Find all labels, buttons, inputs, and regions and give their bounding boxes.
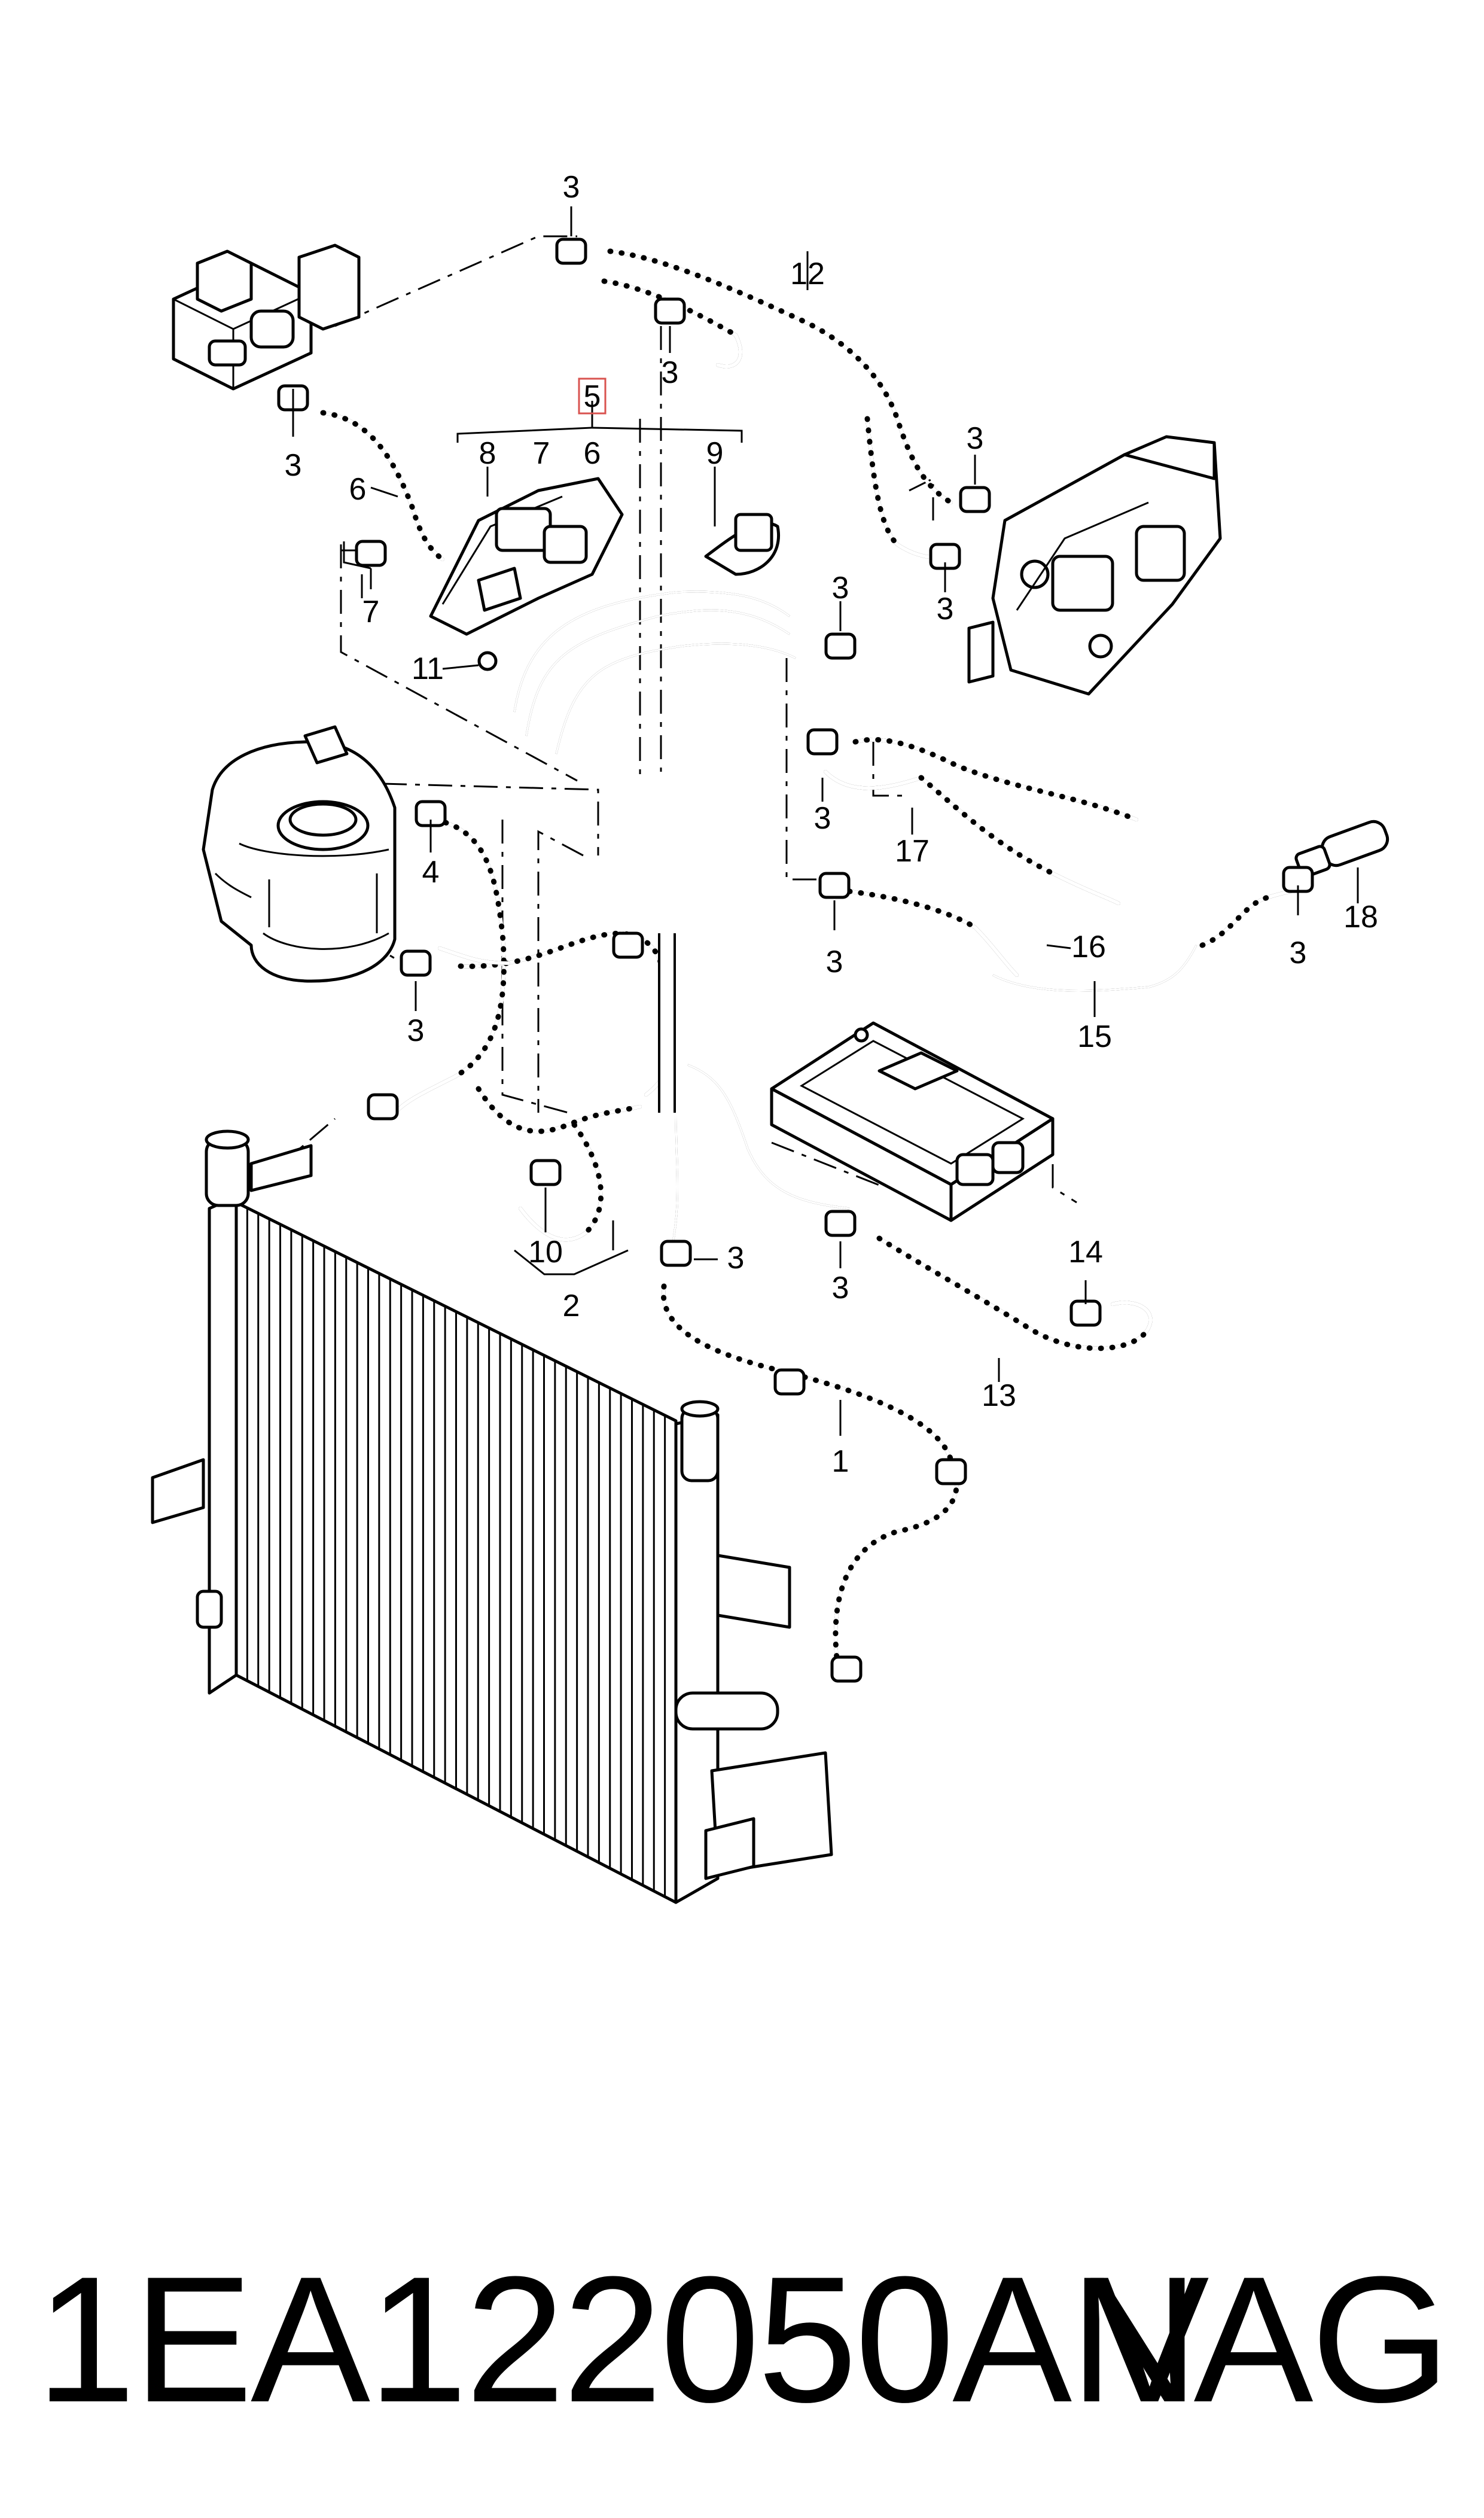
callout-3: 3	[407, 1013, 425, 1048]
hose-clamp	[959, 486, 991, 513]
hoses	[320, 248, 1306, 1666]
hose-clamp	[818, 872, 851, 899]
callout-4: 4	[422, 855, 440, 890]
callout-1: 1	[832, 1444, 849, 1479]
callout-5: 5	[584, 379, 601, 414]
callout-2: 2	[563, 1289, 580, 1323]
hose-clamp	[824, 632, 857, 660]
callout-3: 3	[826, 945, 843, 979]
callout-3: 3	[832, 571, 849, 605]
callout-18: 18	[1343, 900, 1378, 934]
callout-10: 10	[528, 1235, 563, 1269]
expansion-tank	[202, 725, 397, 983]
callout-3: 3	[727, 1241, 745, 1275]
callout-3: 3	[285, 448, 302, 483]
callout-13: 13	[982, 1378, 1016, 1413]
callout-9: 9	[706, 436, 724, 471]
callout-3: 3	[967, 421, 984, 456]
hose-clamp	[654, 297, 686, 325]
coolant-valve-block	[172, 243, 361, 391]
hose-clamp	[555, 238, 587, 265]
hose-clamp	[806, 728, 839, 756]
callout-5-highlight-box	[578, 377, 607, 415]
hose-clamp	[355, 540, 387, 567]
pipes	[513, 590, 1197, 1257]
callout-7: 7	[362, 595, 380, 629]
charger-module	[770, 1021, 1055, 1222]
hose-clamp	[1069, 1299, 1102, 1327]
radiator-fins	[235, 1202, 666, 1897]
callout-6: 6	[584, 436, 601, 471]
hose-clamp	[529, 1159, 562, 1186]
callout-16: 16	[1071, 930, 1106, 964]
pump-bracket	[967, 435, 1222, 696]
hose-clamp	[612, 931, 644, 959]
callout-3: 3	[662, 355, 679, 390]
callout-7: 7	[533, 436, 550, 471]
callout-11: 11	[412, 651, 444, 686]
retaining-clip	[704, 513, 780, 576]
hose-clamp	[660, 1240, 692, 1267]
callout-3: 3	[937, 592, 954, 626]
hose-clamp	[367, 1093, 399, 1121]
callout-15: 15	[1077, 1019, 1112, 1054]
hose-clamp	[935, 1458, 967, 1485]
hose-clamp	[824, 1210, 857, 1237]
callout-3: 3	[814, 801, 831, 836]
part-number: 1EA122050AN	[36, 2239, 1199, 2440]
hose-clamp	[773, 1368, 806, 1396]
hose-clamps	[277, 238, 1314, 1683]
reference-lines	[275, 235, 1077, 1204]
radiator	[151, 1129, 833, 1904]
callout-3: 3	[563, 170, 580, 205]
callout-3: 3	[1290, 936, 1307, 970]
mounting-bracket	[429, 477, 624, 671]
hose-clamp	[830, 1655, 863, 1683]
callout-3: 3	[832, 1271, 849, 1305]
callout-14: 14	[1068, 1235, 1103, 1269]
callout-17: 17	[895, 834, 930, 869]
callout-labels: 3 12 3 5 6 8 7 9 3 3 3 6 7 11 3 3 17 4 3…	[285, 170, 1378, 1479]
components	[172, 243, 1389, 1222]
temperature-sensor	[1294, 820, 1389, 878]
brand-name: VAG	[1089, 2239, 1451, 2440]
callout-8: 8	[479, 436, 496, 471]
callout-12: 12	[790, 257, 825, 291]
hose-clamp	[400, 949, 432, 977]
callout-6: 6	[349, 472, 367, 507]
